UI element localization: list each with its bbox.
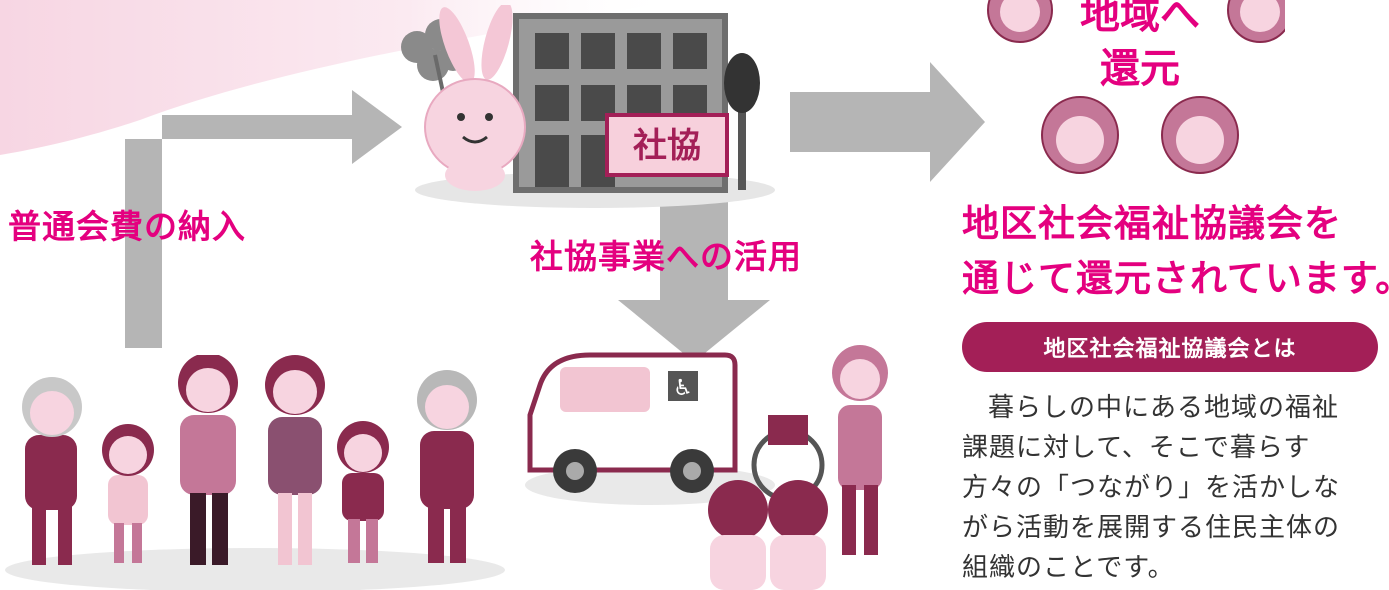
dues-payment-label: 普通会費の納入 [8, 207, 246, 246]
grandmother-figure [22, 377, 82, 565]
arrow-shakyo-down [618, 185, 770, 362]
shakyo-building-illustration: 社協 [401, 5, 775, 208]
welfare-van: ♿ [527, 352, 738, 493]
shakyo-use-label: 社協事業への活用 [530, 237, 802, 276]
welfare-services-illustration: ♿ [525, 345, 888, 590]
grandfather-figure [417, 370, 477, 563]
community-circle-illustration: 地域へ 還元 [987, 0, 1285, 174]
arrow-shakyo-to-community [790, 62, 985, 182]
section-heading: 地区社会福祉協議会を 通じて還元されています。 [962, 196, 1389, 306]
circle-text-line1: 地域へ [1080, 0, 1200, 38]
description-line: 課題に対して、そこで暮らす [962, 433, 1311, 463]
mother-figure [265, 355, 325, 565]
svg-text:♿: ♿ [673, 376, 693, 401]
description-line: 暮らしの中にある地域の福祉 [988, 393, 1340, 423]
description-line: 方々の「つながり」を活かしな [962, 473, 1341, 503]
circle-text-line2: 還元 [1100, 46, 1180, 92]
heading-line-1: 地区社会福祉協議会を [962, 202, 1342, 245]
boy-figure [337, 421, 389, 563]
arrow-dues-to-shakyo [125, 90, 402, 348]
caregiver-figure [832, 345, 888, 555]
description-line: がら活動を展開する住民主体の [962, 513, 1341, 543]
definition-text: 暮らしの中にある地域の福祉 課題に対して、そこで暮らす 方々の「つながり」を活か… [962, 388, 1382, 588]
building-sign-text: 社協 [633, 126, 701, 166]
girl-figure [102, 424, 154, 563]
father-figure [178, 355, 238, 565]
family-illustration [5, 355, 505, 590]
heading-line-2: 通じて還元されています。 [962, 257, 1389, 300]
seated-elders [708, 480, 828, 590]
definition-pill: 地区社会福祉協議会とは [962, 322, 1378, 372]
description-line: 組織のことです。 [962, 553, 1175, 583]
